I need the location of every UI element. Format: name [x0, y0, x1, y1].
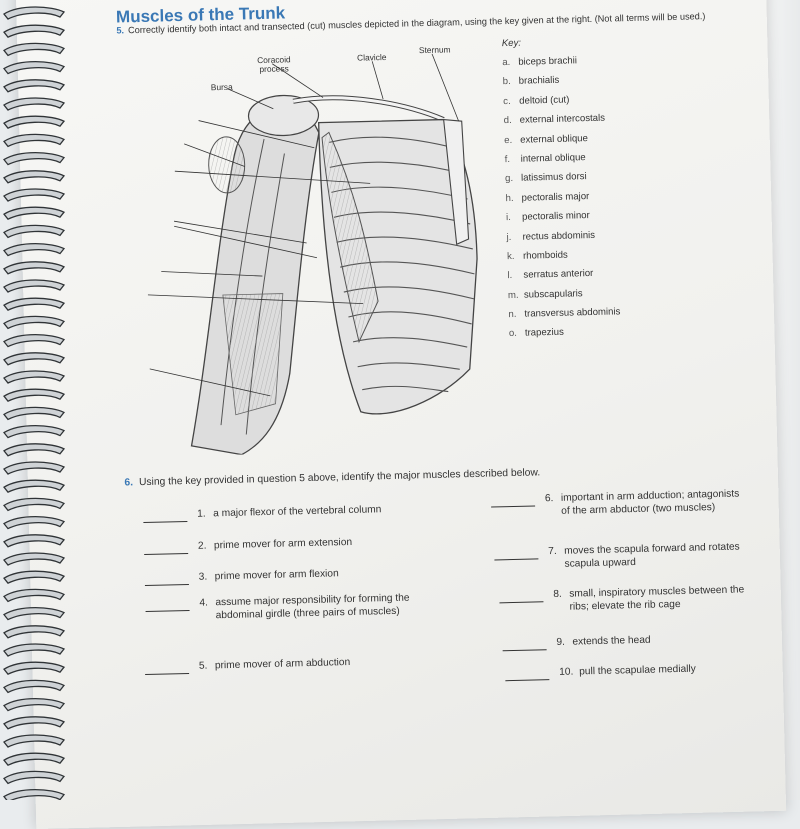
spiral-coil: [3, 497, 66, 512]
spiral-coil: [3, 679, 66, 694]
answer-blank[interactable]: [144, 583, 189, 586]
spiral-coil: [3, 425, 66, 439]
key-list: a.biceps brachii b.brachialis c.deltoid …: [502, 49, 689, 344]
spiral-coil: [3, 534, 66, 548]
diagram-illustration: [147, 53, 478, 456]
spiral-coil: [3, 188, 66, 202]
spiral-coil: [3, 752, 66, 767]
spiral-coil: [3, 461, 66, 475]
spiral-coil: [3, 698, 66, 712]
answer-blank[interactable]: [490, 493, 536, 508]
spiral-coil: [3, 443, 66, 457]
spiral-coil: [3, 370, 66, 384]
spiral-coil: [3, 789, 66, 800]
spiral-coil: [3, 588, 66, 603]
spiral-coil: [3, 570, 66, 585]
label-coracoid-process: Coracoid process: [257, 54, 291, 75]
q6-item-5: 5.prime mover of arm abduction: [145, 655, 445, 675]
answer-blank[interactable]: [145, 597, 190, 613]
spiral-coil: [3, 406, 66, 421]
spiral-coil: [3, 734, 66, 748]
answer-blank[interactable]: [143, 520, 188, 523]
spiral-binding: [3, 6, 66, 800]
muscle-diagram: Coracoid process Clavicle Sternum Bursa: [142, 38, 502, 456]
spiral-coil: [3, 279, 66, 293]
q6-item-6: 6.important in arm adduction; antagonist…: [490, 488, 752, 519]
q6-item-4: 4.assume major responsibility for formin…: [145, 592, 446, 624]
spiral-coil: [3, 516, 66, 530]
spiral-coil: [3, 334, 66, 348]
q6-item-2: 2.prime mover for arm extension: [144, 535, 444, 555]
question-5-number: 5.: [116, 25, 125, 36]
question-6-number: 6.: [124, 477, 134, 489]
spiral-coil: [3, 661, 66, 676]
spiral-coil: [3, 152, 66, 166]
spiral-coil: [3, 115, 66, 130]
key-item: o.trapezius: [508, 327, 564, 340]
answer-blank[interactable]: [505, 678, 550, 681]
q6-item-10: 10.pull the scapulae medially: [505, 662, 765, 681]
q6-item-3: 3.prime mover for arm flexion: [144, 566, 445, 586]
spiral-coil: [3, 133, 66, 148]
spiral-coil: [3, 297, 66, 312]
spiral-coil: [3, 261, 66, 275]
spiral-coil: [3, 716, 66, 730]
spiral-coil: [3, 206, 66, 221]
q6-item-9: 9.extends the head: [502, 632, 762, 651]
spiral-coil: [3, 224, 66, 239]
q6-item-7: 7.moves the scapula forward and rotates …: [494, 541, 755, 572]
spiral-coil: [3, 552, 66, 566]
spiral-coil: [3, 315, 66, 330]
spiral-coil: [3, 388, 66, 403]
spiral-coil: [3, 61, 66, 75]
spiral-coil: [3, 6, 66, 20]
spiral-coil: [3, 79, 66, 93]
answer-key: Key: a.biceps brachii b.brachialis c.del…: [502, 34, 689, 344]
answer-blank[interactable]: [494, 546, 539, 561]
spiral-coil: [3, 352, 66, 366]
spiral-coil: [3, 479, 66, 494]
spiral-coil: [3, 243, 66, 257]
answer-blank[interactable]: [502, 648, 547, 651]
label-clavicle: Clavicle: [356, 51, 387, 63]
spiral-coil: [3, 170, 66, 184]
page-content: Muscles of the Trunk 5.Correctly identif…: [116, 3, 765, 681]
spiral-coil: [3, 607, 66, 621]
label-sternum: Sternum: [418, 44, 451, 56]
spiral-coil: [3, 625, 66, 639]
key-title: Key:: [501, 37, 522, 50]
question-6-text: Using the key provided in question 5 abo…: [138, 467, 541, 489]
label-bursa: Bursa: [210, 81, 233, 93]
spiral-coil: [3, 770, 66, 785]
question-6: 6. Using the key provided in question 5 a…: [124, 462, 744, 488]
q6-item-8: 8.small, inspiratory muscles between the…: [499, 584, 760, 615]
spiral-coil: [3, 42, 66, 57]
answer-blank[interactable]: [145, 672, 190, 675]
spiral-coil: [3, 24, 66, 39]
answer-blank[interactable]: [144, 552, 189, 555]
spiral-coil: [3, 643, 66, 657]
q6-item-1: 1.a major flexor of the vertebral column: [143, 503, 443, 523]
spiral-coil: [3, 97, 66, 111]
answer-blank[interactable]: [499, 589, 544, 604]
